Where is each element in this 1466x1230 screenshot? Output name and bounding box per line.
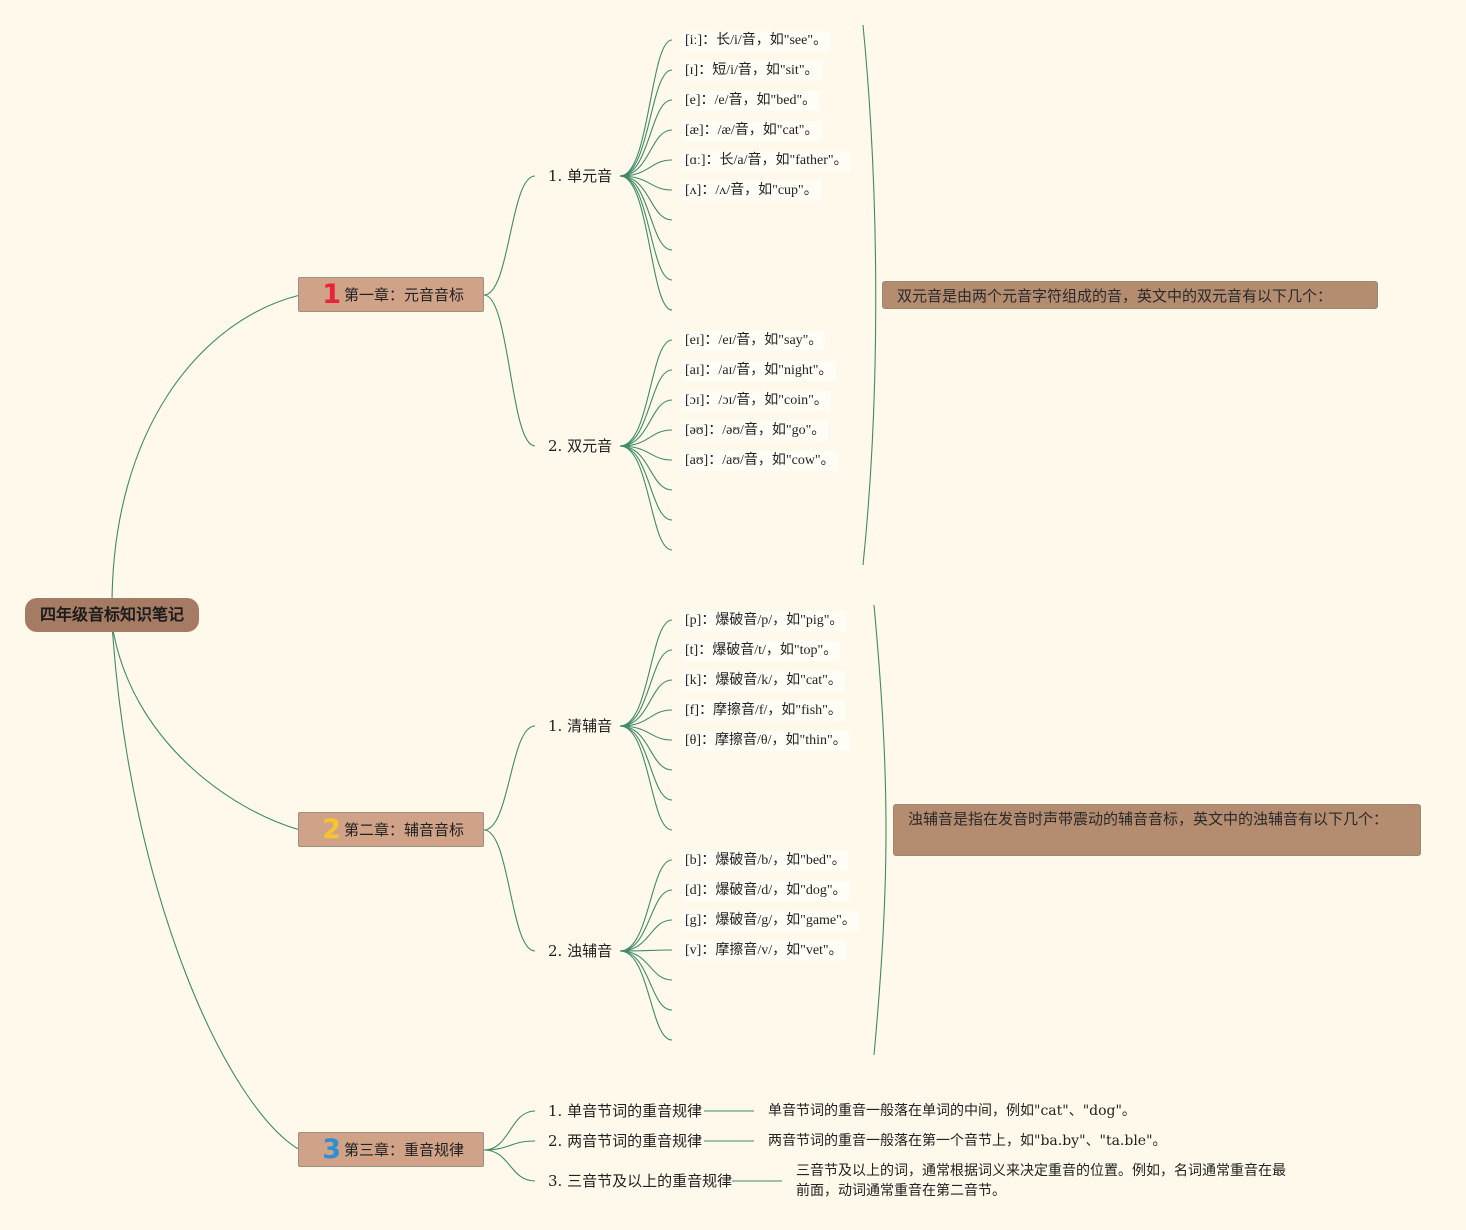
leaf-item[interactable]: [aʊ]：/aʊ/音，如"cow"。 — [682, 451, 838, 471]
brace-ch2 — [873, 604, 887, 1056]
section-diphthongs[interactable]: 2. 双元音 — [548, 437, 613, 455]
chapter-3-node[interactable]: 3 第三章：重音规律 — [298, 1132, 484, 1167]
leaf-item[interactable]: [ʌ]：/ʌ/音，如"cup"。 — [682, 181, 821, 201]
leaf-item[interactable]: [b]：爆破音/b/，如"bed"。 — [682, 851, 849, 871]
section-monophthongs[interactable]: 1. 单元音 — [548, 167, 613, 185]
rule-monosyllable[interactable]: 1. 单音节词的重音规律 — [548, 1102, 703, 1120]
fan-link-2-6 — [619, 725, 673, 801]
fan-link-1-1 — [619, 369, 673, 447]
link-root-ch1 — [111, 294, 301, 607]
chapter-title-2: 第二章：辅音音标 — [344, 821, 465, 839]
fan-link-1-2 — [619, 399, 673, 447]
rule-desc-monosyllable[interactable]: 单音节词的重音一般落在单词的中间，例如"cat"、"dog"。 — [768, 1103, 1136, 1119]
fan-link-2-7 — [619, 725, 673, 831]
rule-desc-polysyllable[interactable]: 三音节及以上的词，通常根据词义来决定重音的位置。例如，名词通常重音在最前面，动词… — [796, 1163, 1286, 1199]
fan-link-3-2 — [619, 919, 673, 952]
fan-link-1-5 — [619, 445, 673, 491]
link-ch2-s2 — [483, 829, 536, 952]
leaf-item[interactable]: [aɪ]：/aɪ/音，如"night"。 — [682, 361, 836, 381]
fan-link-0-4 — [619, 159, 673, 177]
chapter-title-1: 第一章：元音音标 — [344, 286, 465, 304]
chapter-number-1: 1 — [322, 278, 341, 310]
leaf-item[interactable]: [ɪ]：短/i/音，如"sit"。 — [682, 61, 822, 81]
fan-link-2-5 — [619, 725, 673, 771]
brace-ch1 — [862, 24, 877, 566]
leaf-item[interactable]: [eɪ]：/eɪ/音，如"say"。 — [682, 331, 826, 351]
leaf-item[interactable]: [v]：摩擦音/v/，如"vet"。 — [682, 941, 846, 961]
link-ch3-r1 — [483, 1110, 536, 1151]
fan-link-2-0 — [619, 619, 673, 727]
fan-link-3-3 — [619, 949, 673, 952]
fan-link-1-4 — [619, 445, 673, 461]
leaf-item[interactable]: [iː]：长/i/音，如"see"。 — [682, 31, 831, 51]
fan-link-0-6 — [619, 175, 673, 221]
fan-link-2-3 — [619, 709, 673, 727]
leaf-item[interactable]: [f]：摩擦音/f/，如"fish"。 — [682, 701, 845, 721]
fan-link-0-0 — [619, 39, 673, 177]
fan-link-3-0 — [619, 859, 673, 952]
leaf-item[interactable]: [p]：爆破音/p/，如"pig"。 — [682, 611, 847, 631]
fan-link-1-7 — [619, 445, 673, 551]
fan-link-3-5 — [619, 950, 673, 1011]
link-ch1-s2 — [483, 294, 536, 447]
leaf-item[interactable]: [ɑː]：长/a/音，如"father"。 — [682, 151, 851, 171]
rule-polysyllable[interactable]: 3. 三音节及以上的重音规律 — [548, 1172, 733, 1190]
link-ch3-r3 — [483, 1149, 536, 1182]
leaf-item[interactable]: [ɔɪ]：/ɔɪ/音，如"coin"。 — [682, 391, 831, 411]
leaf-item[interactable]: [t]：爆破音/t/，如"top"。 — [682, 641, 841, 661]
link-ch3-r2 — [483, 1140, 536, 1151]
note-diphthongs[interactable]: 双元音是由两个元音字符组成的音，英文中的双元音有以下几个： — [882, 281, 1378, 309]
fan-link-0-3 — [619, 129, 673, 177]
chapter-number-3: 3 — [322, 1133, 341, 1165]
note-voiced-consonants[interactable]: 浊辅音是指在发音时声带震动的辅音音标，英文中的浊辅音有以下几个： — [893, 804, 1421, 856]
rule-desc-disyllable[interactable]: 两音节词的重音一般落在第一个音节上，如"ba.by"、"ta.ble"。 — [768, 1133, 1167, 1149]
section-voiceless-consonants[interactable]: 1. 清辅音 — [548, 717, 613, 735]
fan-link-0-7 — [619, 175, 673, 251]
fan-link-0-2 — [619, 99, 673, 177]
rule-disyllable[interactable]: 2. 两音节词的重音规律 — [548, 1132, 703, 1150]
fan-link-1-6 — [619, 445, 673, 521]
link-ch1-s1 — [483, 175, 536, 296]
leaf-item[interactable]: [k]：爆破音/k/，如"cat"。 — [682, 671, 845, 691]
fan-link-2-2 — [619, 679, 673, 727]
chapter-number-2: 2 — [322, 813, 341, 845]
leaf-item[interactable]: [θ]：摩擦音/θ/，如"thin"。 — [682, 731, 850, 751]
chapter-1-node[interactable]: 1 第一章：元音音标 — [298, 277, 484, 312]
fan-link-1-0 — [619, 339, 673, 447]
leaf-item[interactable]: [æ]：/æ/音，如"cat"。 — [682, 121, 822, 141]
link-root-ch2 — [111, 623, 301, 831]
link-ch2-s1 — [483, 725, 536, 831]
leaf-item[interactable]: [d]：爆破音/d/，如"dog"。 — [682, 881, 850, 901]
fan-link-0-5 — [619, 175, 673, 191]
fan-link-2-1 — [619, 649, 673, 727]
leaf-item[interactable]: [əʊ]：/əʊ/音，如"go"。 — [682, 421, 829, 441]
link-root-ch3 — [111, 623, 301, 1151]
fan-link-0-1 — [619, 69, 673, 177]
leaf-item[interactable]: [e]：/e/音，如"bed"。 — [682, 91, 820, 111]
fan-link-1-3 — [619, 429, 673, 447]
leaf-item[interactable]: [g]：爆破音/g/，如"game"。 — [682, 911, 859, 931]
fan-link-3-4 — [619, 950, 673, 981]
section-voiced-consonants[interactable]: 2. 浊辅音 — [548, 942, 613, 960]
chapter-title-3: 第三章：重音规律 — [344, 1141, 465, 1159]
chapter-2-node[interactable]: 2 第二章：辅音音标 — [298, 812, 484, 847]
fan-link-3-1 — [619, 889, 673, 952]
fan-link-0-9 — [619, 175, 673, 311]
fan-link-2-4 — [619, 725, 673, 741]
fan-link-3-6 — [619, 950, 673, 1041]
root-node[interactable]: 四年级音标知识笔记 — [25, 598, 199, 632]
